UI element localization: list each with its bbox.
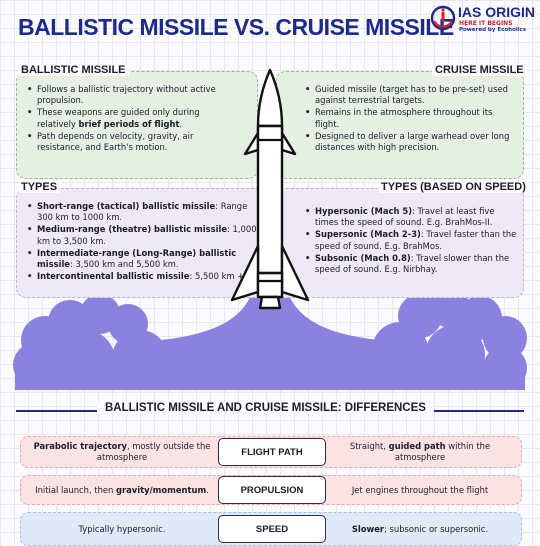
logo: IAS ORIGIN HERE IT BEGINS Powered by Eco…: [428, 2, 536, 38]
logo-brand: IAS ORIGIN: [458, 4, 536, 20]
list-item: These weapons are guided only during rel…: [26, 107, 234, 129]
ballistic-flight-path: Parabolic trajectory, mostly outside the…: [33, 441, 211, 462]
cruise-missile-heading: CRUISE MISSILE: [432, 64, 527, 76]
propulsion-label: PROPULSION: [218, 476, 326, 504]
ballistic-types-heading: TYPES: [18, 181, 61, 193]
page-title: BALLISTIC MISSILE VS. CRUISE MISSILE: [18, 14, 454, 40]
list-item: Hypersonic (Mach 5): Travel at least fiv…: [304, 206, 518, 228]
cruise-propulsion: Jet engines throughout the flight: [351, 484, 489, 495]
logo-powered-by: Powered by Ecoholics: [459, 27, 527, 33]
flight-path-label: FLIGHT PATH: [218, 438, 326, 466]
list-item: Supersonic (Mach 2-3): Travel faster tha…: [304, 229, 518, 251]
logo-tagline: HERE IT BEGINS: [459, 20, 513, 27]
ballistic-missile-points: Follows a ballistic trajectory without a…: [26, 84, 234, 154]
list-item: Path depends on velocity, gravity, air r…: [26, 131, 234, 153]
list-item: Medium-range (theatre) ballistic missile…: [26, 224, 262, 246]
exhaust-plume: [13, 280, 527, 390]
ias-origin-logo-icon: [430, 5, 456, 31]
difference-row-speed: Typically hypersonic. SPEED Slower; subs…: [20, 512, 522, 546]
difference-row-propulsion: Initial launch, then gravity/momentum. P…: [20, 475, 522, 505]
differences-title: BALLISTIC MISSILE AND CRUISE MISSILE: DI…: [97, 402, 434, 414]
missile-illustration: [230, 68, 310, 310]
list-item: Subsonic (Mach 0.8): Travel slower than …: [304, 253, 518, 275]
list-item: Guided missile (target has to be pre-set…: [304, 84, 518, 106]
list-item: Intercontinental ballistic missile: 5,50…: [26, 271, 262, 282]
cruise-speed: Slower; subsonic or supersonic.: [351, 523, 489, 534]
cruise-missile-points: Guided missile (target has to be pre-set…: [304, 84, 518, 154]
ballistic-speed: Typically hypersonic.: [78, 523, 166, 534]
list-item: Remains in the atmosphere throughout its…: [304, 107, 518, 129]
list-item: Intermediate-range (Long-Range) ballisti…: [26, 248, 262, 270]
list-item: Designed to deliver a large warhead over…: [304, 131, 518, 153]
list-item: Short-range (tactical) ballistic missile…: [26, 201, 262, 223]
difference-row-flight-path: Parabolic trajectory, mostly outside the…: [20, 436, 522, 468]
ballistic-types-points: Short-range (tactical) ballistic missile…: [26, 201, 262, 283]
cruise-types-heading: TYPES (BASED ON SPEED): [378, 181, 529, 193]
speed-label: SPEED: [218, 515, 326, 543]
cruise-types-points: Hypersonic (Mach 5): Travel at least fiv…: [304, 206, 518, 276]
ballistic-propulsion: Initial launch, then gravity/momentum.: [35, 484, 209, 495]
ballistic-missile-heading: BALLISTIC MISSILE: [18, 64, 129, 76]
list-item: Follows a ballistic trajectory without a…: [26, 84, 234, 106]
cruise-flight-path: Straight, guided path within the atmosph…: [349, 441, 491, 462]
